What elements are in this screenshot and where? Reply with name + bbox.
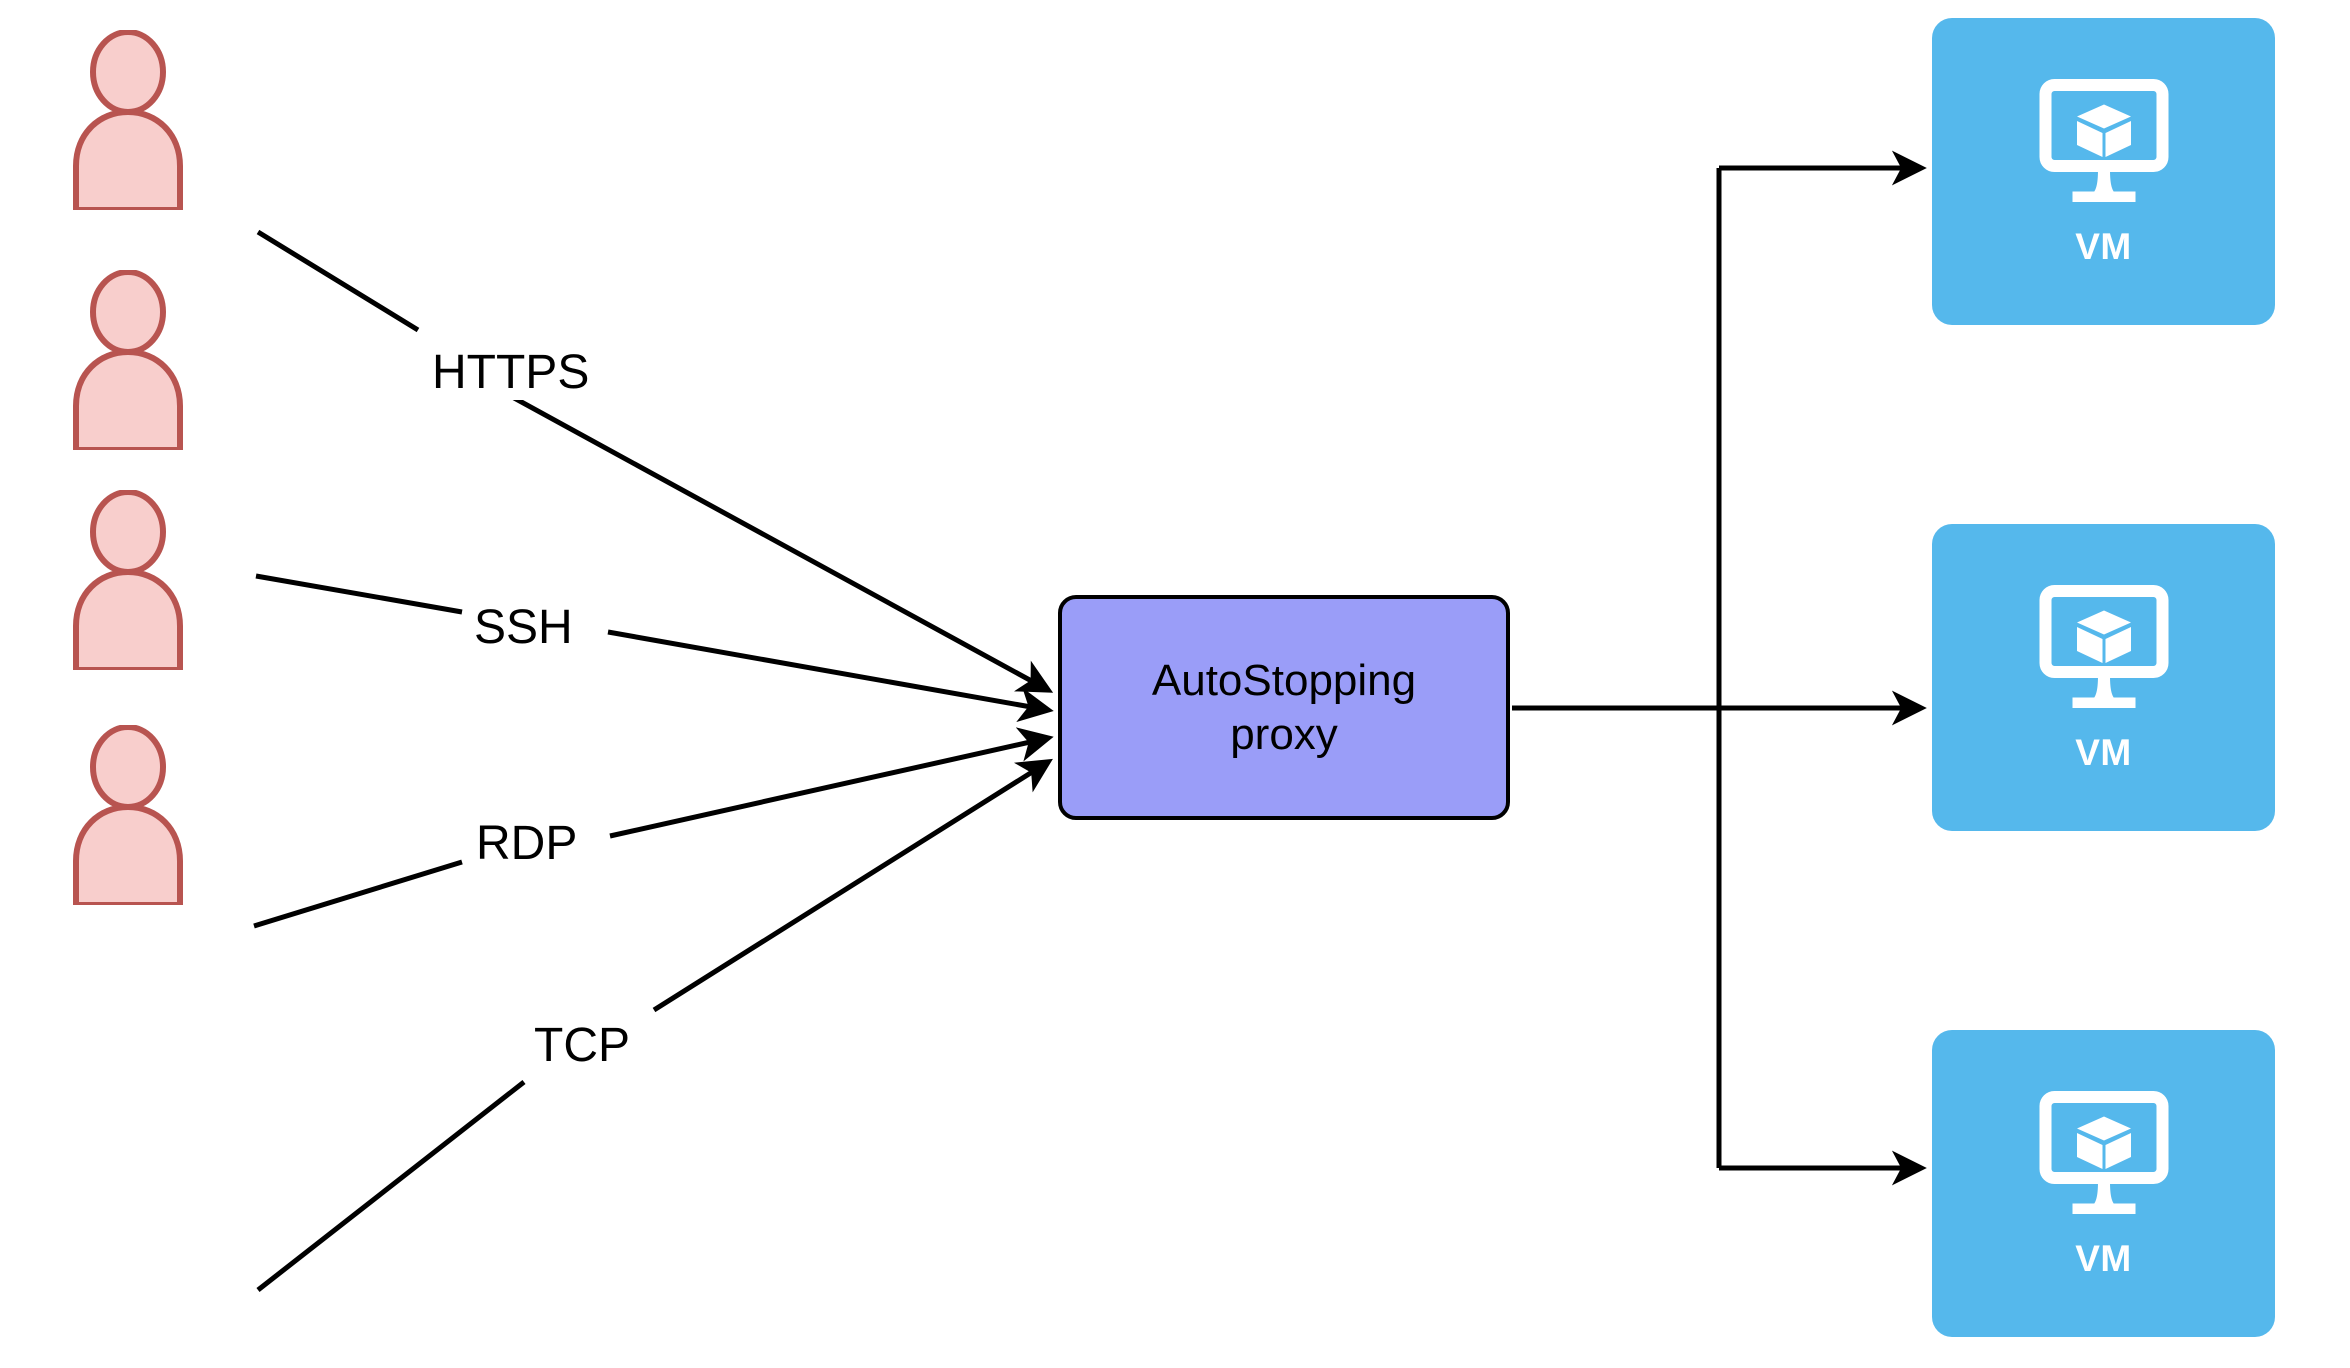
actor-user-1[interactable] — [68, 29, 188, 213]
person-icon — [73, 269, 183, 453]
person-icon — [73, 724, 183, 908]
edge-https — [256, 229, 1048, 690]
vm-caption: VM — [2075, 225, 2132, 267]
actor-user-4[interactable] — [68, 724, 188, 908]
vm-monitor-cube-icon — [2039, 584, 2168, 708]
autostopping-proxy-label: AutoStopping proxy — [1151, 655, 1417, 759]
vm-node-3[interactable]: VM — [1932, 1030, 2275, 1337]
autostopping-proxy-node[interactable]: AutoStopping proxy — [1058, 595, 1510, 820]
person-icon — [73, 29, 183, 213]
edge-label-https: HTTPS — [428, 345, 594, 400]
actor-user-3[interactable] — [68, 489, 188, 673]
edge-tcp — [256, 762, 1048, 1292]
edge-rdp — [253, 738, 1048, 929]
vm-node-1[interactable]: VM — [1932, 18, 2275, 325]
person-icon — [73, 489, 183, 673]
edge-ssh — [255, 573, 1048, 710]
actor-user-2[interactable] — [68, 269, 188, 453]
edge-label-tcp: TCP — [530, 1018, 634, 1073]
vm-node-2[interactable]: VM — [1932, 524, 2275, 831]
edge-label-rdp: RDP — [472, 816, 582, 871]
vm-caption: VM — [2075, 731, 2132, 773]
vm-caption: VM — [2075, 1237, 2132, 1279]
vm-monitor-cube-icon — [2039, 78, 2168, 202]
edge-label-ssh: SSH — [470, 600, 577, 655]
vm-monitor-cube-icon — [2039, 1090, 2168, 1214]
